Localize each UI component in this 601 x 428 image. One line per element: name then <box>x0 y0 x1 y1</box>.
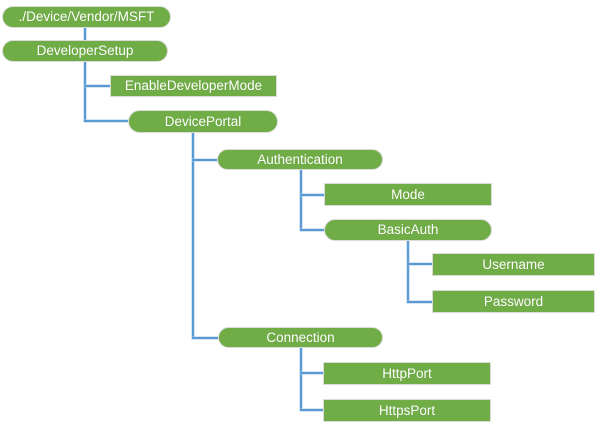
connector-line-horizontal <box>300 409 323 411</box>
node-password: Password <box>432 290 595 313</box>
connector-line-horizontal <box>300 229 326 231</box>
node-http-port: HttpPort <box>323 362 491 385</box>
connector-line-vertical <box>84 62 86 122</box>
node-msft: ./Device/Vendor/MSFT <box>2 6 171 28</box>
connector-line-horizontal <box>192 159 217 161</box>
connector-line-horizontal <box>300 194 324 196</box>
connector-line-horizontal <box>407 263 432 265</box>
connector-line-vertical <box>84 28 86 40</box>
connector-line-vertical <box>300 348 302 411</box>
node-mode: Mode <box>324 183 492 206</box>
connector-line-horizontal <box>84 120 128 122</box>
node-connection: Connection <box>218 327 383 348</box>
connector-line-horizontal <box>407 301 432 303</box>
node-basic-auth: BasicAuth <box>324 219 492 241</box>
connector-line-horizontal <box>300 372 323 374</box>
connector-line-vertical <box>192 133 194 339</box>
node-authentication: Authentication <box>217 149 383 170</box>
node-enable-developer-mode: EnableDeveloperMode <box>110 75 277 97</box>
connector-line-horizontal <box>192 337 218 339</box>
node-https-port: HttpsPort <box>323 399 491 422</box>
node-username: Username <box>432 253 595 276</box>
connector-line-vertical <box>407 241 409 303</box>
connector-line-horizontal <box>84 85 110 87</box>
node-device-portal: DevicePortal <box>128 110 278 133</box>
connector-line-vertical <box>300 170 302 231</box>
node-developer-setup: DeveloperSetup <box>2 40 168 62</box>
